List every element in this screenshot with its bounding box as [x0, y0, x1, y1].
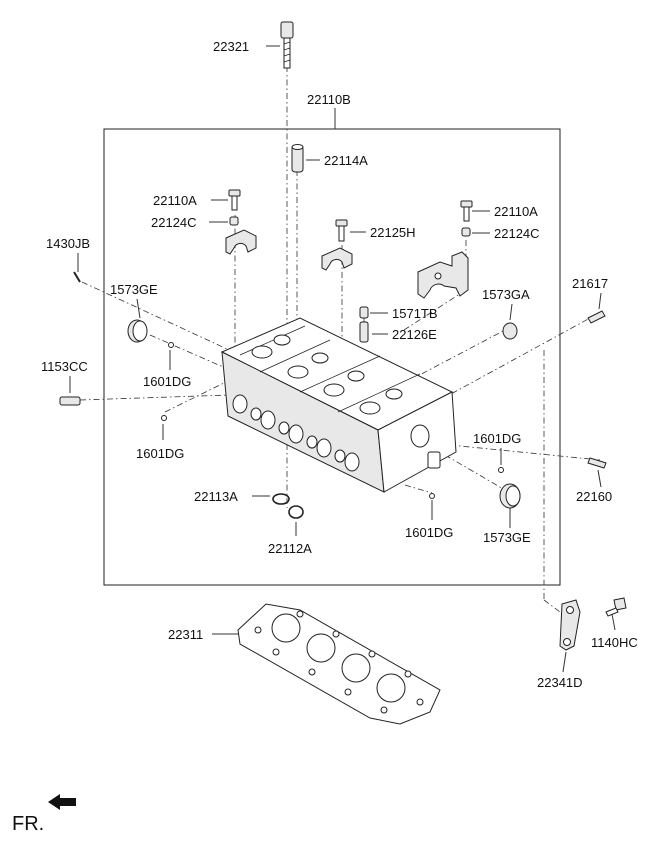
front-arrow-icon [48, 794, 76, 810]
plug-1573GA [502, 322, 518, 340]
pin-22126E [359, 321, 369, 343]
dowel-22114A [291, 144, 304, 173]
label-22160: 22160 [576, 489, 612, 504]
cylinder-head [220, 317, 457, 493]
label-1571TB: 1571TB [392, 306, 438, 321]
stud-21617 [587, 310, 606, 324]
leader-lines [69, 45, 616, 673]
bearing-cap-left [225, 229, 257, 255]
seal-22113A [272, 493, 290, 505]
label-22110B: 22110B [307, 92, 351, 107]
bracket-22341D [559, 599, 581, 651]
label-22110A-right: 22110A [494, 204, 538, 219]
label-22126E: 22126E [392, 327, 437, 342]
label-22113A: 22113A [194, 489, 238, 504]
label-1601DG-3: 1601DG [473, 431, 521, 446]
bolt-22125H [335, 219, 348, 242]
bolt-1140HC [605, 597, 627, 617]
bearing-cap-middle [321, 247, 353, 271]
part-labels: 22321 22110B 22114A 22110A 22124C 22110A… [41, 39, 638, 690]
plug-1573GE-bottom [499, 483, 521, 509]
label-1601DG-1: 1601DG [143, 374, 191, 389]
assembly-frame [103, 128, 561, 586]
label-22321: 22321 [213, 39, 249, 54]
washer-22124C-left [229, 216, 239, 226]
plug-1153CC [59, 396, 81, 406]
label-1140HC: 1140HC [591, 635, 638, 650]
label-1153CC: 1153CC [41, 359, 88, 374]
label-22124C-left: 22124C [151, 215, 197, 230]
label-1601DG-4: 1601DG [405, 525, 453, 540]
fr-label: FR. [12, 813, 44, 835]
pin-1430JB [73, 271, 81, 283]
bearing-cap-right [417, 251, 469, 299]
label-1601DG-2: 1601DG [136, 446, 184, 461]
label-1573GE-top: 1573GE [110, 282, 158, 297]
label-22341D: 22341D [537, 675, 583, 690]
label-1573GA: 1573GA [482, 287, 530, 302]
label-22110A-left: 22110A [153, 193, 197, 208]
label-1573GE-bottom: 1573GE [483, 530, 531, 545]
label-22114A: 22114A [324, 153, 368, 168]
label-22125H: 22125H [370, 225, 416, 240]
label-22112A: 22112A [268, 541, 312, 556]
stud-22160 [587, 457, 607, 469]
label-22311: 22311 [168, 627, 203, 642]
plug-1571TB [359, 306, 369, 319]
bolt-22110A-right [460, 200, 473, 222]
label-1430JB: 1430JB [46, 236, 90, 251]
label-22124C-right: 22124C [494, 226, 540, 241]
front-indicator: FR. [12, 794, 76, 835]
label-21617: 21617 [572, 276, 608, 291]
bolt-22110A-left [228, 189, 241, 211]
head-gasket-22311 [237, 603, 441, 725]
ball-1601DG-group [161, 342, 504, 499]
bolt-22321 [280, 21, 294, 69]
washer-22124C-right [461, 227, 471, 237]
plug-1573GE-top [127, 319, 148, 343]
seal-22112A [288, 505, 304, 519]
